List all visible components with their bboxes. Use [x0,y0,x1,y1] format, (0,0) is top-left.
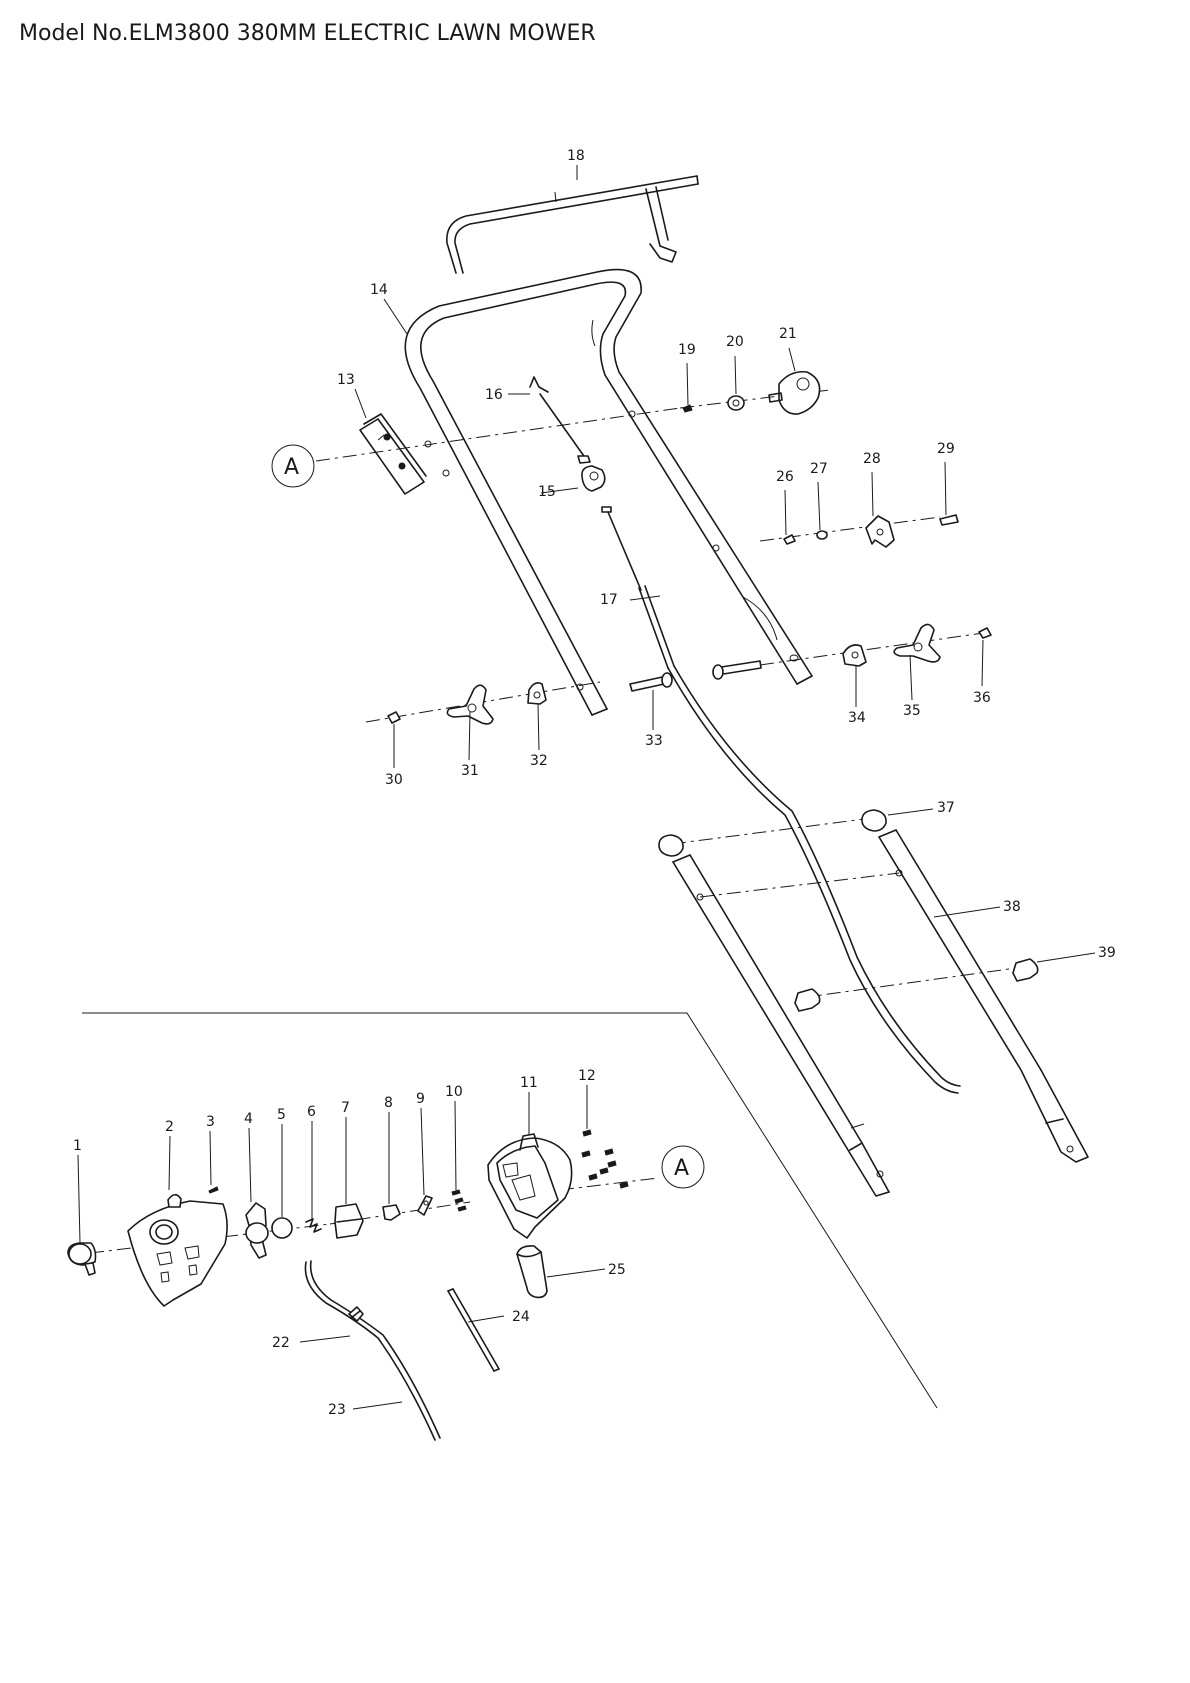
control-cable-assembly [529,376,961,1094]
part-label-2: 2 [165,1119,174,1135]
callout-circle-a-upper [271,444,315,488]
page-title: Model No.ELM3800 380MM ELECTRIC LAWN MOW… [19,21,596,46]
part-label-22: 22 [272,1335,290,1351]
part-label-24: 24 [512,1309,530,1325]
leader-lines [77,165,1096,1410]
part-label-14: 14 [370,282,388,298]
handle-bolts [629,660,762,692]
part-label-6: 6 [307,1104,316,1120]
part-label-26: 26 [776,469,794,485]
upper-bail-bar [446,175,699,274]
part-label-11: 11 [520,1075,538,1091]
part-label-7: 7 [341,1100,350,1116]
part-label-12: 12 [578,1068,596,1084]
part-label-23: 23 [328,1402,346,1418]
part-label-16: 16 [485,387,503,403]
part-label-29: 29 [937,441,955,457]
cable-clip-set [759,514,959,548]
upper-knob-set [682,370,821,415]
part-label-28: 28 [863,451,881,467]
part-label-31: 31 [461,763,479,779]
part-label-19: 19 [678,342,696,358]
upper-handle [404,268,813,716]
part-label-33: 33 [645,733,663,749]
part-label-37: 37 [937,800,955,816]
part-label-36: 36 [973,690,991,706]
part-label-10: 10 [445,1084,463,1100]
part-label-21: 21 [779,326,797,342]
part-label-39: 39 [1098,945,1116,961]
part-label-34: 34 [848,710,866,726]
callout-letter-a-upper: A [284,455,299,480]
right-knob-set [759,623,992,667]
part-label-18: 18 [567,148,585,164]
part-label-1: 1 [73,1138,82,1154]
part-label-35: 35 [903,703,921,719]
part-label-15: 15 [538,484,556,500]
part-label-3: 3 [206,1114,215,1130]
part-label-30: 30 [385,772,403,788]
callout-letter-a-lower: A [674,1156,689,1181]
part-label-32: 32 [530,753,548,769]
lower-handle [658,809,1089,1197]
part-label-27: 27 [810,461,828,477]
part-label-5: 5 [277,1107,286,1123]
switch-box-assembly: A [67,1129,705,1441]
cable-clips [794,958,1039,1012]
switch-clamp [359,413,427,495]
part-number-labels: 1 2 3 4 5 6 7 8 9 10 11 12 13 14 15 16 1… [73,148,1116,1418]
left-knob-set [365,681,601,725]
part-label-25: 25 [608,1262,626,1278]
section-divider-line [82,1012,938,1409]
part-label-4: 4 [244,1111,253,1127]
part-label-17: 17 [600,592,618,608]
part-label-9: 9 [416,1091,425,1107]
part-label-13: 13 [337,372,355,388]
callout-circle-a-lower [661,1145,705,1189]
part-label-20: 20 [726,334,744,350]
part-label-8: 8 [384,1095,393,1111]
part-label-38: 38 [1003,899,1021,915]
